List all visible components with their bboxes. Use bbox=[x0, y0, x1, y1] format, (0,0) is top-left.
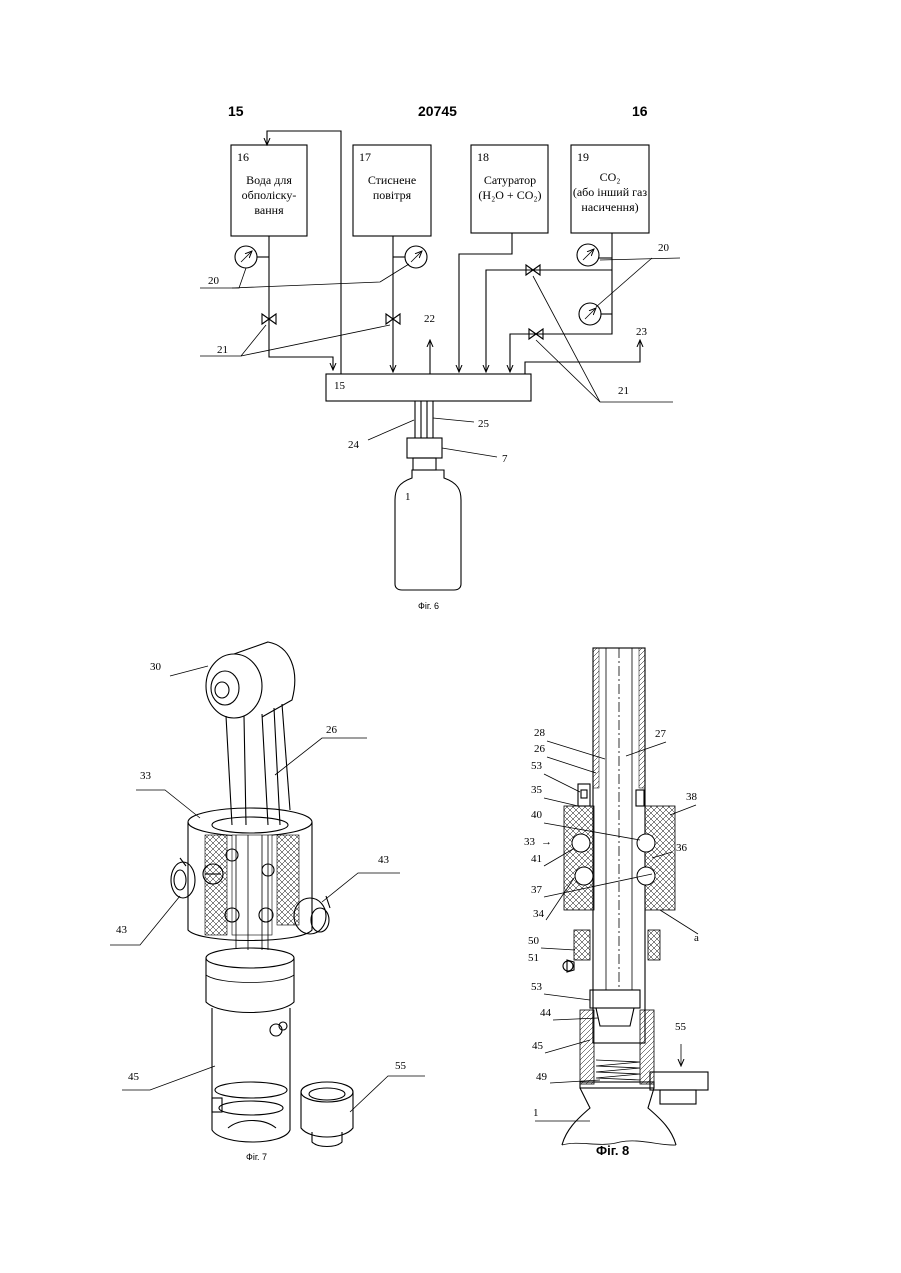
svg-text:51: 51 bbox=[528, 952, 539, 964]
svg-text:17: 17 bbox=[359, 150, 371, 164]
svg-text:55: 55 bbox=[395, 1060, 407, 1072]
figure-8-section: 28 26 27 53 35 38 40 33 → 36 41 37 34 a … bbox=[524, 648, 708, 1158]
svg-text:1: 1 bbox=[405, 491, 411, 503]
svg-text:50: 50 bbox=[528, 935, 540, 947]
svg-text:33: 33 bbox=[140, 770, 152, 782]
svg-text:20: 20 bbox=[658, 242, 670, 254]
svg-text:26: 26 bbox=[534, 743, 546, 755]
svg-text:16: 16 bbox=[237, 150, 249, 164]
svg-text:45: 45 bbox=[532, 1040, 544, 1052]
svg-text:(H₂O + CO₂): (H₂O + CO₂) bbox=[478, 188, 541, 202]
svg-text:22: 22 bbox=[424, 313, 435, 325]
manifold-block bbox=[326, 374, 531, 401]
roller bbox=[206, 654, 262, 718]
svg-text:53: 53 bbox=[531, 760, 543, 772]
svg-text:вання: вання bbox=[254, 203, 284, 217]
box-rinse-water: 16 Вода для обполіску- вання bbox=[231, 145, 307, 236]
svg-text:26: 26 bbox=[326, 724, 338, 736]
svg-text:37: 37 bbox=[531, 884, 543, 896]
box-co2-gas: 19 CO₂ (або інший газ насичення) bbox=[571, 145, 649, 233]
box-compressed-air: 17 Стиснене повітря bbox=[353, 145, 431, 236]
svg-text:35: 35 bbox=[531, 784, 543, 796]
svg-text:27: 27 bbox=[655, 728, 667, 740]
svg-text:34: 34 bbox=[533, 908, 545, 920]
svg-text:19: 19 bbox=[577, 150, 589, 164]
svg-text:18: 18 bbox=[477, 150, 489, 164]
svg-text:25: 25 bbox=[478, 418, 490, 430]
svg-text:1: 1 bbox=[533, 1107, 539, 1119]
svg-text:Фіг. 8: Фіг. 8 bbox=[596, 1143, 629, 1158]
box-saturator: 18 Сатуратор (H₂O + CO₂) bbox=[471, 145, 548, 233]
svg-text:44: 44 bbox=[540, 1007, 552, 1019]
figure-7-perspective: 30 26 33 43 43 45 55 Фіг. 7 bbox=[110, 642, 425, 1162]
svg-text:40: 40 bbox=[531, 809, 543, 821]
svg-text:28: 28 bbox=[534, 727, 546, 739]
svg-text:(або інший газ: (або інший газ bbox=[573, 185, 648, 199]
svg-text:21: 21 bbox=[618, 385, 629, 397]
svg-text:Стиснене: Стиснене bbox=[368, 173, 416, 187]
svg-text:Фіг. 7: Фіг. 7 bbox=[246, 1152, 267, 1162]
svg-text:30: 30 bbox=[150, 661, 162, 673]
svg-text:a: a bbox=[694, 932, 699, 944]
svg-text:55: 55 bbox=[675, 1021, 687, 1033]
svg-text:23: 23 bbox=[636, 326, 648, 338]
svg-text:24: 24 bbox=[348, 439, 360, 451]
svg-text:повітря: повітря bbox=[373, 188, 412, 202]
svg-text:49: 49 bbox=[536, 1071, 548, 1083]
svg-text:33: 33 bbox=[524, 836, 536, 848]
figure-6-schematic: 16 Вода для обполіску- вання 17 Стиснене… bbox=[200, 131, 680, 611]
svg-text:20: 20 bbox=[208, 275, 220, 287]
svg-text:обполіску-: обполіску- bbox=[242, 188, 297, 202]
svg-text:насичення): насичення) bbox=[581, 200, 638, 214]
svg-text:Сатуратор: Сатуратор bbox=[484, 173, 536, 187]
svg-text:45: 45 bbox=[128, 1071, 140, 1083]
bottle-cap bbox=[407, 438, 442, 458]
svg-text:36: 36 bbox=[676, 842, 688, 854]
svg-text:7: 7 bbox=[502, 453, 508, 465]
bottle-outline bbox=[395, 470, 461, 590]
svg-text:→: → bbox=[541, 836, 552, 848]
svg-text:43: 43 bbox=[378, 854, 390, 866]
svg-text:Фіг. 6: Фіг. 6 bbox=[418, 601, 439, 611]
svg-text:38: 38 bbox=[686, 791, 698, 803]
svg-text:53: 53 bbox=[531, 981, 543, 993]
svg-text:43: 43 bbox=[116, 924, 128, 936]
svg-text:Вода для: Вода для bbox=[246, 173, 292, 187]
svg-text:CO₂: CO₂ bbox=[600, 170, 621, 184]
svg-text:21: 21 bbox=[217, 344, 228, 356]
svg-text:15: 15 bbox=[334, 380, 346, 392]
svg-text:41: 41 bbox=[531, 853, 542, 865]
